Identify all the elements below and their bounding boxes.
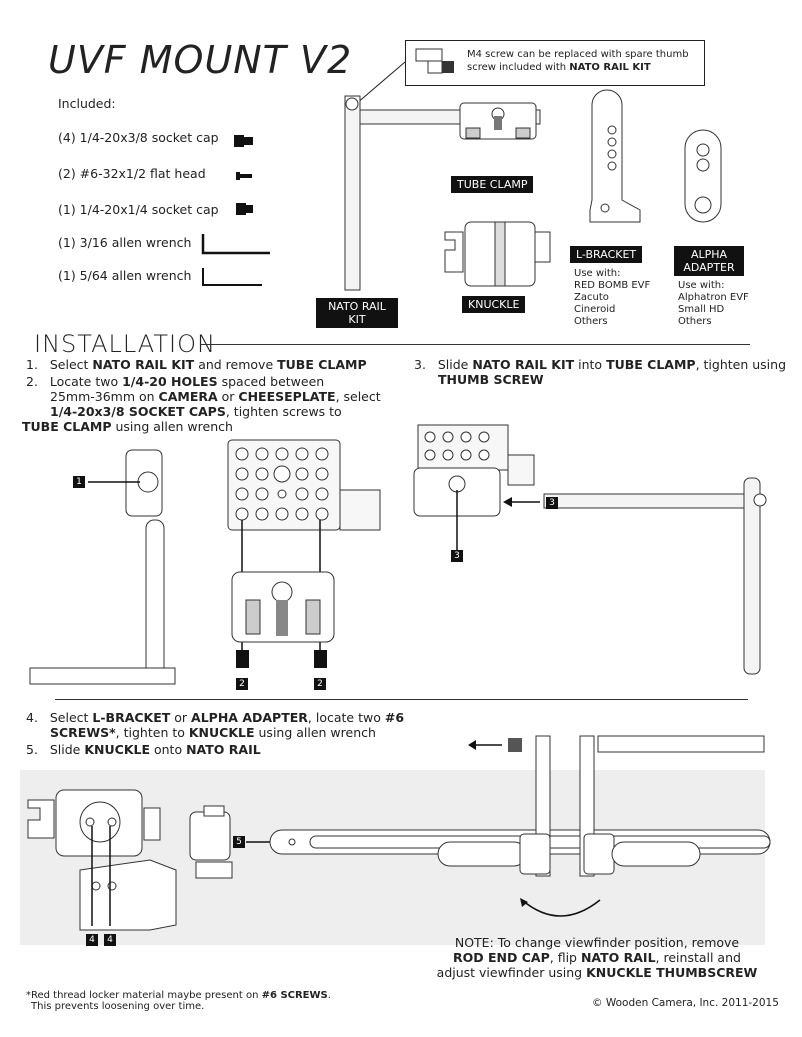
clamp-side-view	[88, 449, 163, 517]
clamp-front-view	[231, 571, 335, 643]
badge-2b: 2	[314, 678, 326, 690]
step-1: 1. Select NATO RAIL KIT and remove TUBE …	[26, 357, 367, 372]
m4-screw-icon	[415, 48, 454, 74]
step3-rail	[543, 477, 767, 675]
copyright: © Wooden Camera, Inc. 2011-2015	[592, 997, 779, 1009]
included-item-1: (4) 1/4-20x3/8 socket cap	[58, 130, 219, 145]
badge-3b: 3	[451, 550, 463, 562]
step3-assembly	[413, 424, 540, 552]
badge-3a: 3	[546, 497, 558, 509]
step-4: 4. Select L-BRACKET or ALPHA ADAPTER, lo…	[26, 710, 405, 740]
included-item-3: (1) 1/4-20x1/4 socket cap	[58, 202, 219, 217]
installation-divider	[200, 344, 750, 345]
callout-line-1: M4 screw can be replaced with spare thum…	[467, 49, 689, 60]
badge-2a: 2	[236, 678, 248, 690]
installation-heading: INSTALLATION	[34, 330, 216, 358]
flat-head-screw-icon	[236, 172, 252, 180]
footnote: *Red thread locker material maybe presen…	[26, 990, 331, 1012]
included-hardware-icons	[234, 135, 253, 215]
cheeseplate-drawing	[227, 439, 381, 531]
badge-1: 1	[73, 476, 85, 488]
knuckle-l-bracket-assembly	[27, 789, 177, 931]
allen-wrench-icons	[201, 234, 270, 286]
step-3: 3. Slide NATO RAIL KIT into TUBE CLAMP, …	[414, 357, 787, 387]
socket-cap-screw-small-icon	[236, 203, 253, 215]
rail-vertical-view	[29, 519, 176, 685]
included-item-5: (1) 5/64 allen wrench	[58, 268, 192, 283]
badge-4b: 4	[104, 934, 116, 946]
viewfinder-note: NOTE: To change viewfinder position, rem…	[436, 935, 758, 980]
installation-illustration	[29, 424, 767, 685]
product-illustration	[344, 61, 722, 291]
socket-cap-screw-icon	[234, 135, 253, 147]
knuckle-side-view	[189, 805, 300, 879]
included-heading: Included:	[58, 96, 116, 111]
badge-5: 5	[233, 836, 245, 848]
m4-screw-callout: M4 screw can be replaced with spare thum…	[405, 40, 705, 86]
page-title: UVF MOUNT V2	[48, 38, 353, 82]
tube-clamp-drawing	[459, 102, 537, 140]
step-5: 5. Slide KNUCKLE onto NATO RAIL	[26, 742, 261, 757]
included-item-2: (2) #6-32x1/2 flat head	[58, 166, 206, 181]
included-item-4: (1) 3/16 allen wrench	[58, 235, 192, 250]
rod-end-cap-removal	[437, 735, 765, 917]
callout-line-2: screw included with NATO RAIL KIT	[467, 62, 651, 73]
badge-4a: 4	[86, 934, 98, 946]
l-bracket-drawing	[589, 89, 641, 223]
section-divider	[55, 699, 748, 700]
l-bracket-label: L-BRACKET	[570, 246, 643, 263]
knuckle-drawing	[444, 221, 551, 287]
knuckle-label: KNUCKLE	[462, 296, 526, 313]
tube-clamp-label: TUBE CLAMP	[451, 176, 534, 193]
alpha-adapter-drawing	[684, 129, 722, 223]
step-2: 2. Locate two 1/4-20 HOLES spaced betwee…	[22, 374, 381, 434]
